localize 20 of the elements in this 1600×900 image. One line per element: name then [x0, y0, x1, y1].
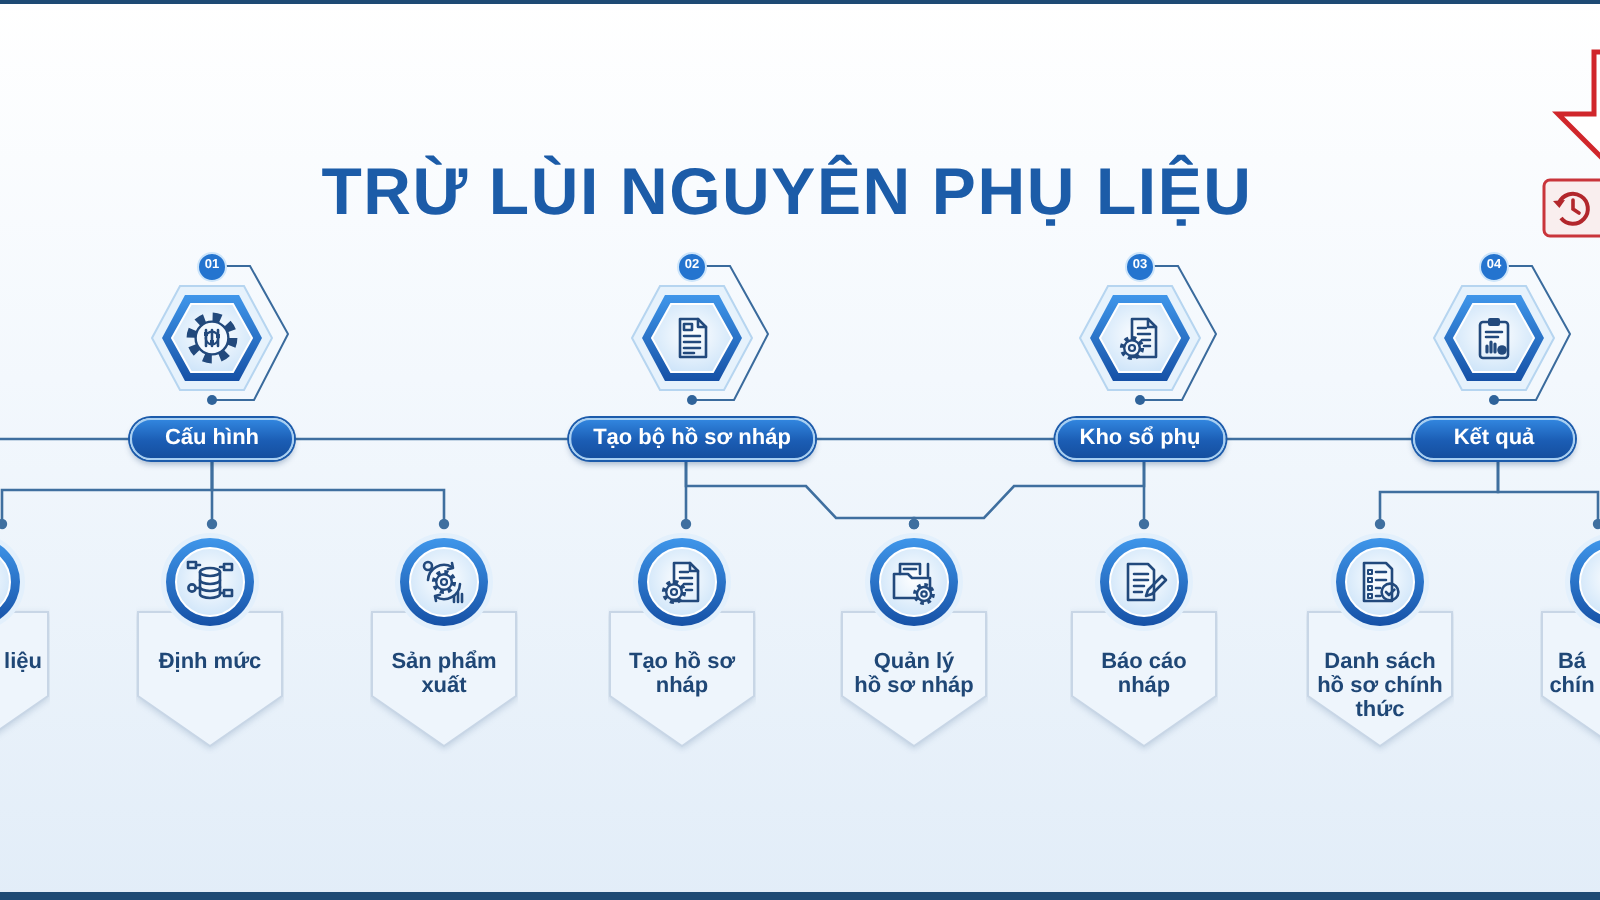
stage-pill: Tạo bộ hồ sơ nháp [569, 418, 815, 460]
connector-line [210, 460, 450, 530]
connector-line [1224, 437, 1413, 441]
connector-line [1138, 460, 1150, 530]
stage-pill: Kho sổ phụ [1055, 418, 1225, 460]
connector-line [814, 437, 1056, 441]
step-label: Bá chín [1547, 650, 1597, 698]
step-label: Quản lý hồ sơ nháp [852, 650, 976, 698]
step-label: Danh sách hồ sơ chính thức [1315, 650, 1445, 722]
step-label: Sản phẩm xuất [389, 650, 499, 698]
stage-pill: Cấu hình [130, 418, 294, 460]
step-label: Định mức [156, 650, 264, 674]
step-label: Báo cáo nháp [1099, 650, 1189, 698]
diagram-title: TRỪ LÙI NGUYÊN PHỤ LIỆU [319, 152, 1255, 232]
connector-line [1496, 460, 1600, 530]
step-label: Tạo hồ sơ nháp [626, 650, 738, 698]
stage-pill: Kết quả [1413, 418, 1575, 460]
step-label: liệu [2, 650, 44, 674]
connector-line [294, 437, 570, 441]
connector-line [0, 437, 130, 441]
